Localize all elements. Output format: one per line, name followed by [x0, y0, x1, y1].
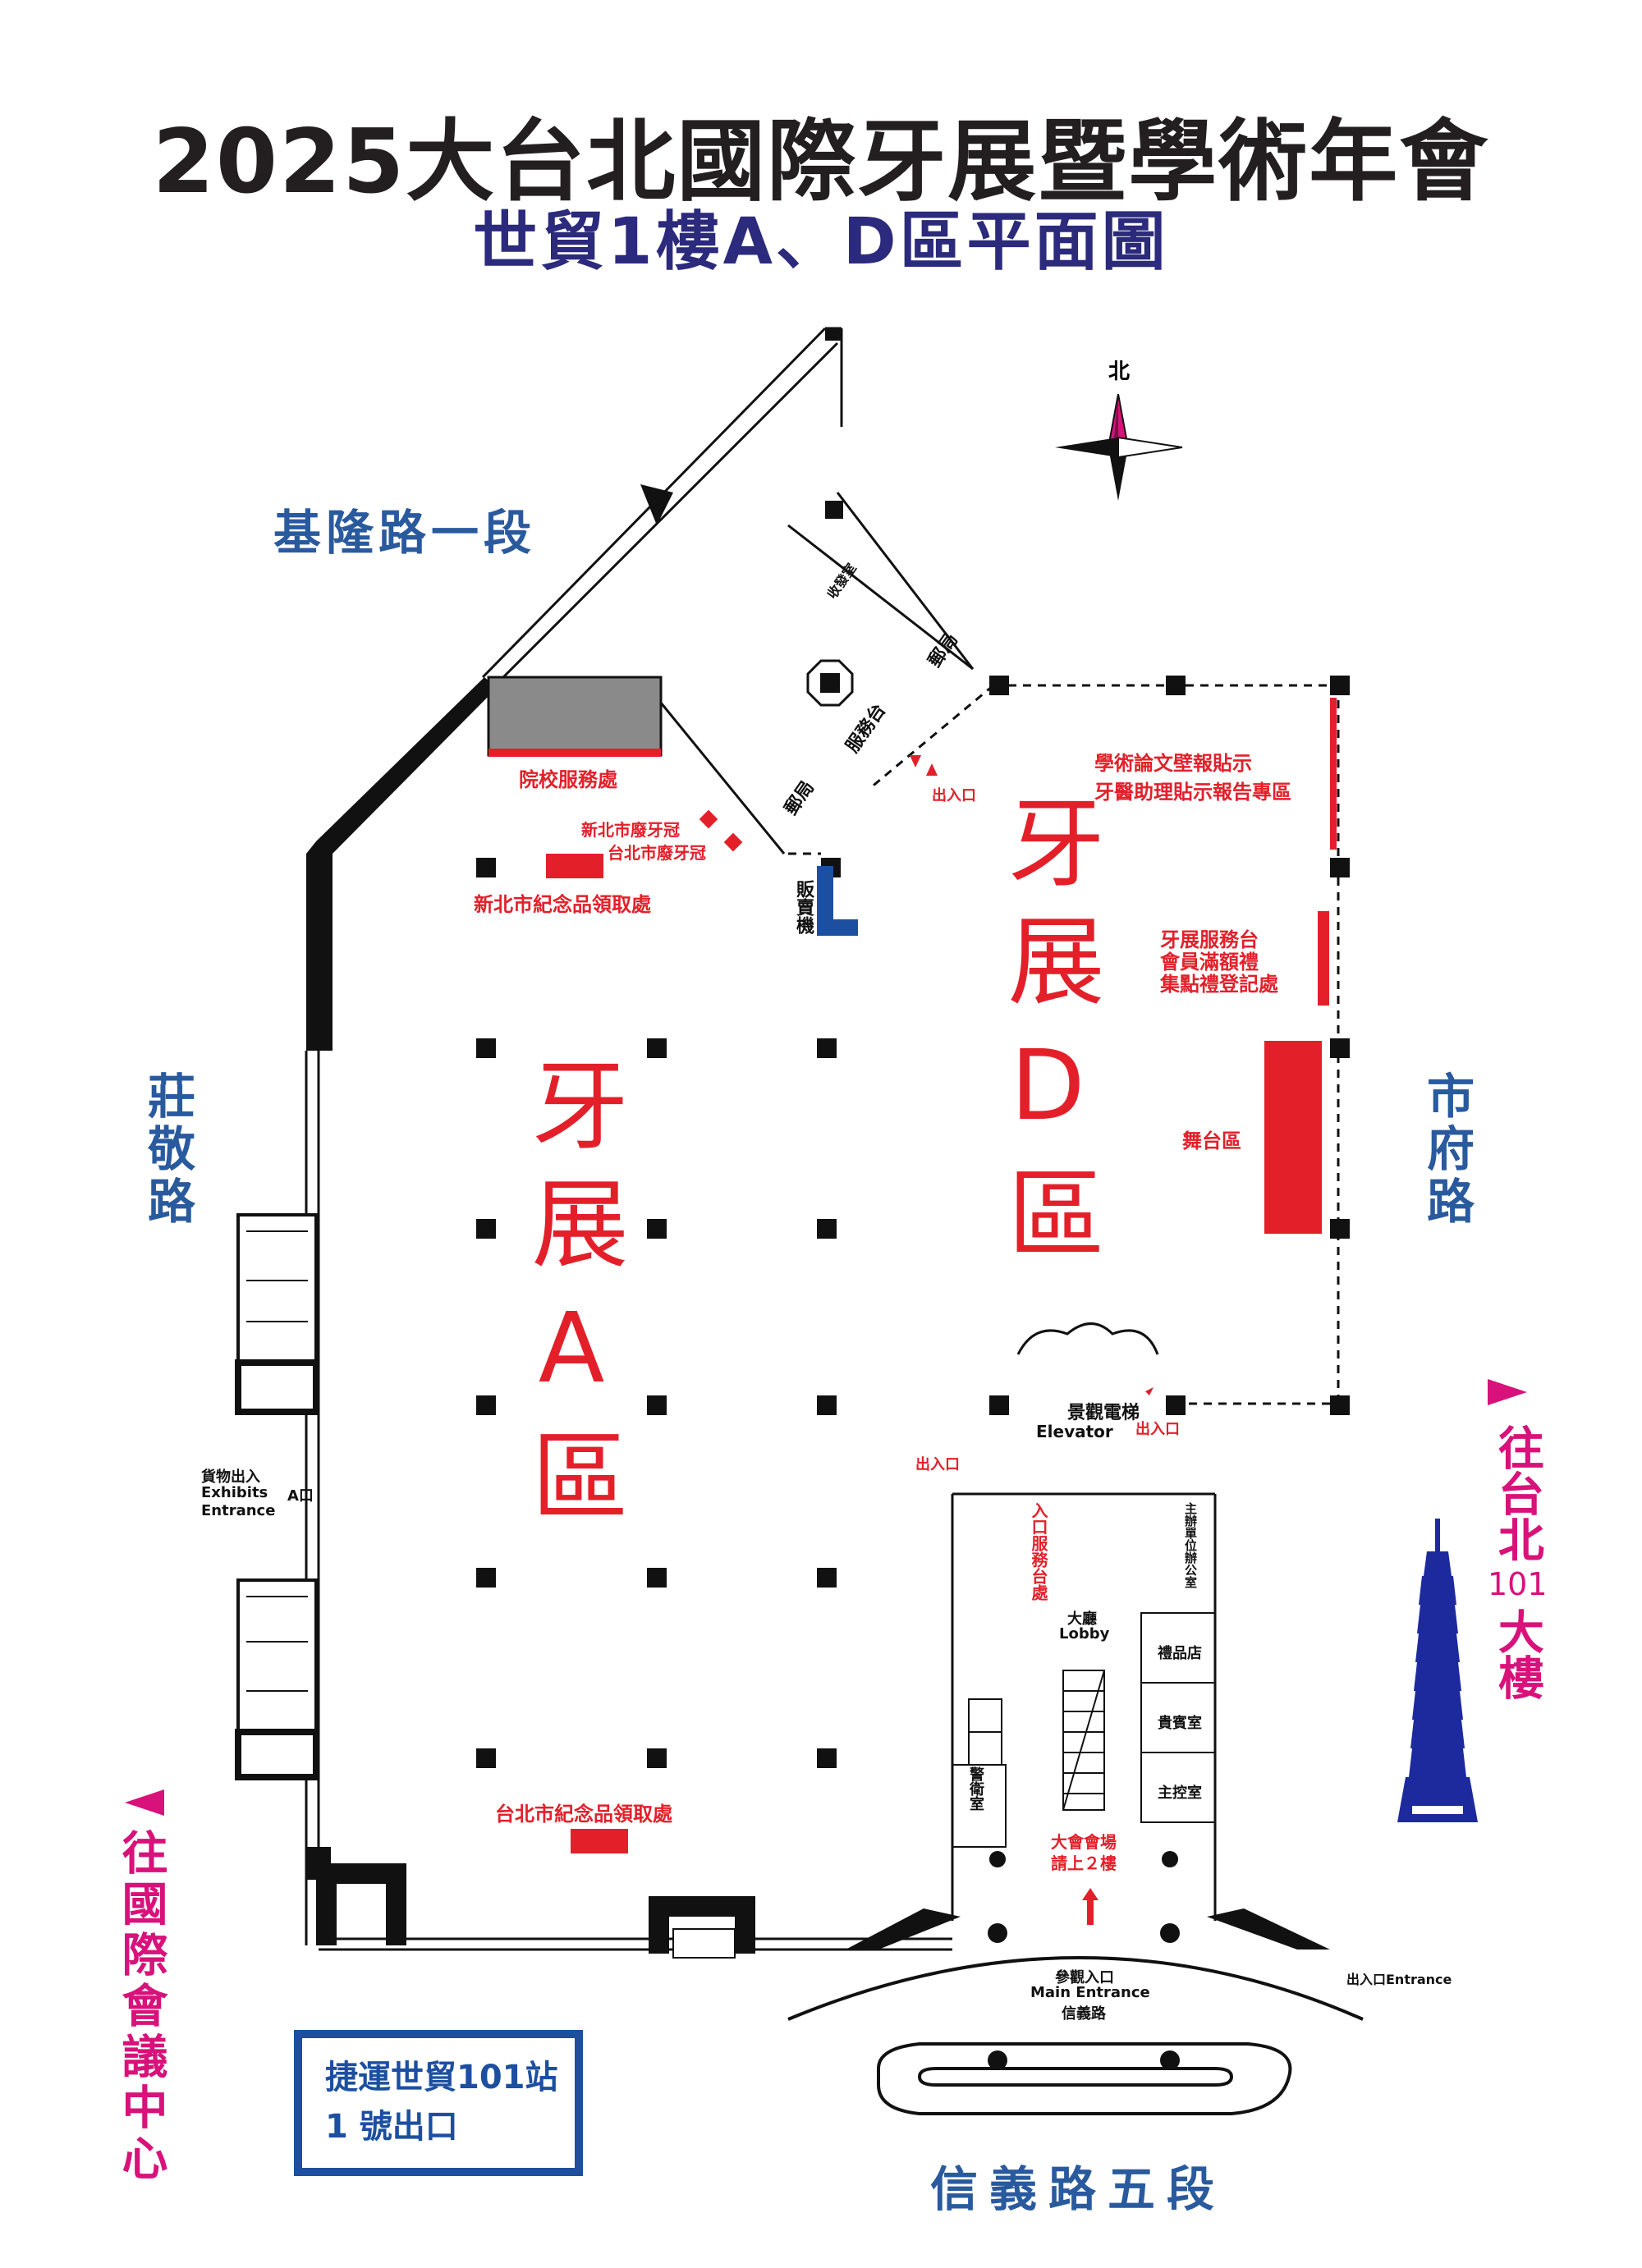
ntpc-crown-label: 新北市廢牙冠 — [581, 820, 680, 840]
to-101-label: 往台北 101 大樓 — [1488, 1424, 1548, 1700]
ntpc-souvenir-label: 新北市紀念品領取處 — [474, 893, 651, 916]
taipei-101-icon — [1397, 1519, 1478, 1822]
elevator-icon — [1016, 1322, 1159, 1355]
tpe-crown-label: 台北市廢牙冠 — [608, 843, 706, 863]
entrance-exit-label-3: 出入口 — [915, 1456, 960, 1473]
hall-upstairs-label-1: 大會會場 — [1051, 1832, 1117, 1852]
cargo-en-label-2: Entrance — [201, 1502, 276, 1519]
page-subtitle: 世貿1樓A、D區平面圖 — [473, 205, 1169, 279]
school-service-label: 院校服務處 — [519, 768, 617, 791]
lobby-zh-label: 大廳 — [1067, 1611, 1097, 1628]
compass-north-label: 北 — [1108, 360, 1131, 384]
elevator-en-label: Elevator — [1036, 1422, 1113, 1441]
hall-upstairs-label-2: 請上２樓 — [1051, 1853, 1117, 1873]
entrance-right-label: 出入口Entrance — [1346, 1972, 1452, 1987]
road-shifu: 市府路 — [1419, 1071, 1475, 1229]
organizer-label: 主辦單位辦公室 — [1183, 1502, 1198, 1588]
cargo-a-label: A口 — [287, 1487, 314, 1505]
entrance-exit-label-1: 出入口 — [932, 787, 976, 804]
gift-shop-label: 禮品店 — [1158, 1645, 1202, 1662]
guard-room-label: 警衛室 — [967, 1766, 984, 1811]
mrt-line-1: 捷運世貿101站 — [325, 2059, 558, 2096]
arrow-right-icon — [1488, 1379, 1527, 1405]
expo-desk-label-2: 會員滿額禮 — [1160, 951, 1259, 974]
poster-label-2: 牙醫助理貼示報告專區 — [1094, 781, 1291, 804]
road-zhuangjing: 莊敬路 — [140, 1071, 195, 1229]
poster-label-1: 學術論文壁報貼示 — [1094, 752, 1252, 775]
zone-a-label: 牙展A區 — [515, 1055, 629, 1544]
pillars — [476, 501, 1350, 2070]
to-101-line-2: 101 — [1488, 1566, 1548, 1602]
mrt-exit-box: 捷運世貿101站 1 號出口 — [294, 2030, 583, 2176]
to-ticc-label: 往國際會議中心 — [114, 1829, 167, 2185]
service-desk-icon — [806, 659, 854, 707]
road-keelung: 基隆路一段 — [273, 505, 537, 561]
entrance-exit-label-2: 出入口 — [1135, 1421, 1180, 1438]
to-101-line-3: 大樓 — [1490, 1607, 1544, 1700]
control-room-label: 主控室 — [1158, 1785, 1202, 1802]
vip-room-label: 貴賓室 — [1158, 1715, 1202, 1732]
cargo-zh-label: 貨物出入 — [201, 1468, 260, 1486]
vending-machine-icon — [817, 866, 858, 936]
main-entrance-en-label: Main Entrance — [1030, 1984, 1150, 2001]
lobby-en-label: Lobby — [1059, 1625, 1110, 1643]
compass-icon — [1055, 393, 1183, 501]
elevator-zh-label: 景觀電梯 — [1067, 1403, 1140, 1423]
expo-desk-label-1: 牙展服務台 — [1160, 928, 1259, 951]
mrt-line-2: 1 號出口 — [325, 2108, 458, 2146]
entry-service-label: 入口服務台處 — [1029, 1502, 1048, 1601]
cargo-en-label-1: Exhibits — [201, 1484, 268, 1501]
page-title: 2025大台北國際牙展暨學術年會 — [152, 111, 1490, 213]
xinyi-road-small-label: 信義路 — [1062, 2005, 1106, 2023]
road-xinyi: 信義路五段 — [930, 2161, 1227, 2217]
arrow-left-icon — [125, 1789, 164, 1816]
vending-label: 販賣機 — [793, 880, 814, 934]
main-entrance-zh-label: 參觀入口 — [1055, 1969, 1114, 1986]
zone-d-label: 牙展D區 — [991, 792, 1105, 1281]
to-101-line-1: 往台北 — [1490, 1424, 1544, 1562]
expo-desk-label-3: 集點禮登記處 — [1160, 973, 1278, 996]
stage-label: 舞台區 — [1182, 1129, 1241, 1152]
tpe-souvenir-label: 台北市紀念品領取處 — [495, 1803, 672, 1826]
